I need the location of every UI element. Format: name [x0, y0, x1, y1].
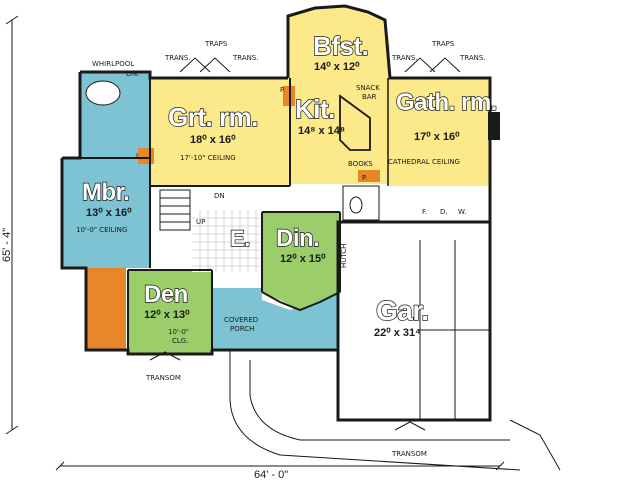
room-fill-porch: [212, 288, 338, 350]
label-transom-1: TRANSOM: [145, 374, 181, 382]
room-size-din: 12⁰ x 15⁰: [280, 253, 326, 265]
books-fill: [358, 170, 380, 182]
label-traps-1: TRAPS: [204, 40, 228, 48]
room-note-gath: CATHEDRAL CEILING: [388, 158, 460, 166]
transom-windows: [149, 57, 461, 431]
room-fill-kit: [290, 78, 388, 184]
interior-walls: [80, 78, 389, 354]
label-whirlpool: WHIRLPOOL: [92, 60, 134, 68]
label-up: UP: [196, 218, 205, 226]
room-note-den-2: CLG.: [172, 337, 188, 345]
room-fill-mbr: [62, 158, 150, 268]
entry-tile: [192, 210, 262, 272]
room-note-grt: 17'-10" CEILING: [180, 154, 236, 162]
entry-tile-grid: [192, 210, 262, 272]
label-covered: COVERED: [224, 316, 258, 324]
label-trans-4: TRANS.: [459, 54, 486, 62]
room-note-den-1: 10'-0": [168, 328, 189, 336]
label-dn: DN: [214, 192, 225, 200]
dimension-width: 64' - 0": [254, 469, 288, 481]
room-name-entry: E.: [230, 226, 250, 251]
room-size-gath: 17⁰ x 16⁰: [414, 131, 460, 143]
label-p-2: P.: [362, 174, 367, 182]
room-size-den: 12⁰ x 13⁰: [144, 309, 190, 321]
exterior-walls: [60, 4, 492, 422]
room-size-grt: 18⁰ x 16⁰: [190, 134, 236, 146]
label-bar: BAR: [362, 93, 377, 101]
room-note-mbr: 10'-0" CEILING: [76, 226, 127, 234]
stairs: [159, 189, 191, 231]
room-fill-bfst: [288, 6, 390, 78]
label-transom-2: TRANSOM: [391, 450, 427, 458]
dimension-depth: 65' - 4": [1, 228, 13, 262]
room-size-gar: 22⁰ x 31⁴: [374, 327, 421, 339]
room-name-den: Den: [144, 281, 188, 308]
label-w: W.: [458, 208, 466, 216]
room-name-kit: Kit.: [295, 94, 335, 124]
label-porch: PORCH: [230, 325, 254, 333]
whirlpool-tub: [85, 80, 121, 106]
label-trans-2: TRANS.: [232, 54, 259, 62]
room-size-bfst: 14⁰ x 12⁰: [314, 61, 360, 73]
label-l: L.: [136, 152, 142, 160]
fireplace: [488, 112, 500, 140]
label-traps-2: TRAPS: [431, 40, 455, 48]
dimension-horizontal: [55, 461, 505, 471]
label-hutch: HUTCH: [340, 244, 348, 268]
room-fill-grt: [150, 78, 290, 186]
dimension-vertical: [5, 15, 19, 435]
label-pantry: P.: [280, 86, 285, 94]
room-name-bfst: Bfst.: [313, 31, 368, 61]
room-fill-din: [262, 212, 340, 310]
label-lin: LIN.: [126, 70, 139, 78]
label-trans-3: TRANS.: [391, 54, 418, 62]
room-name-grt: Grt. rm.: [168, 102, 258, 132]
kitchen-island: [339, 94, 371, 151]
label-f: F.: [422, 208, 427, 216]
label-trans-1: TRANS.: [164, 54, 191, 62]
room-name-mbr: Mbr.: [82, 179, 129, 206]
room-size-mbr: 13⁰ x 16⁰: [86, 207, 132, 219]
garage-door-lines: [419, 240, 490, 420]
toilet-icon: [349, 196, 363, 214]
label-books: BOOKS: [348, 160, 373, 168]
label-d: D.: [440, 208, 448, 216]
room-fill-gath: [388, 78, 490, 186]
room-fill-den: [128, 270, 212, 354]
label-snack: SNACK: [356, 84, 380, 92]
room-name-gar: Gar.: [376, 295, 428, 326]
room-fill-closet: [86, 268, 126, 350]
driveway-line-2: [249, 360, 510, 441]
room-size-kit: 14⁸ x 14⁸: [298, 125, 345, 137]
room-name-gath: Gath. rm.: [396, 89, 497, 116]
room-name-din: Din.: [276, 225, 319, 252]
walkway-line: [509, 419, 561, 471]
driveway-line: [229, 350, 521, 471]
